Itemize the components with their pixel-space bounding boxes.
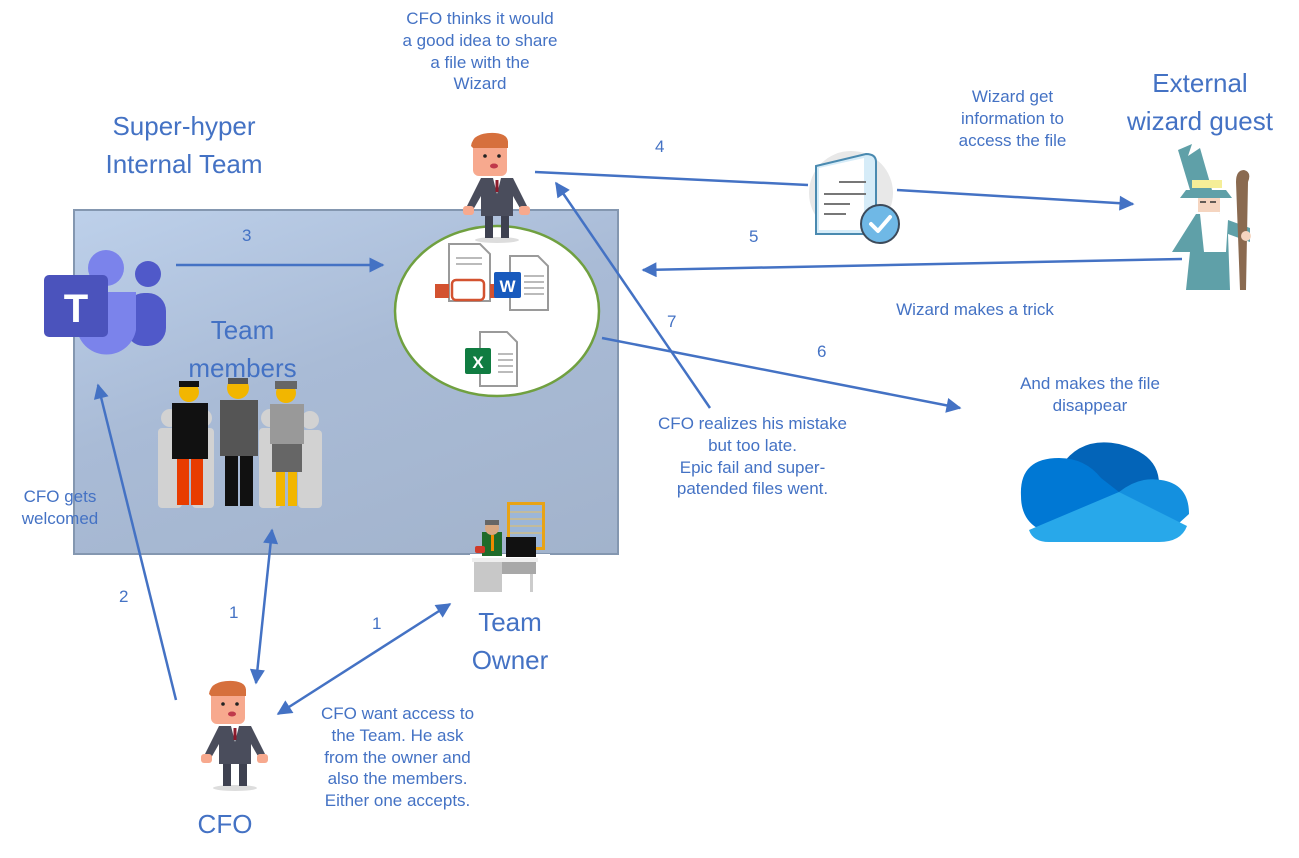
note-cfo-share: CFO thinks it would a good idea to share… — [402, 9, 558, 94]
team-members-title: Team members — [188, 315, 297, 383]
arrow-2 — [93, 383, 178, 701]
step-5: 5 — [749, 227, 759, 246]
arrow-7 — [554, 181, 712, 409]
note-file-disappear: And makes the file disappear — [1020, 374, 1160, 415]
teams-logo-icon: T — [44, 250, 166, 355]
team-title: Super-hyper Internal Team — [105, 111, 263, 179]
arrow-1-owner — [276, 602, 452, 716]
arrow-5 — [641, 257, 1183, 278]
cfo-title: CFO — [197, 809, 253, 839]
team-owner-title: Team Owner — [471, 607, 549, 675]
arrow-6 — [601, 336, 962, 413]
note-cfo-realizes: CFO realizes his mistake but too late. E… — [658, 414, 847, 499]
step-6: 6 — [817, 342, 827, 361]
step-2: 2 — [119, 587, 129, 606]
wizard-icon — [1172, 144, 1251, 290]
svg-text:T: T — [64, 287, 88, 331]
word-file-icon: W — [494, 255, 549, 311]
svg-text:X: X — [472, 353, 484, 372]
external-guest-title: External wizard guest — [1127, 68, 1273, 136]
powerpoint-file-icon — [435, 243, 503, 302]
arrow-1-members — [249, 528, 279, 685]
cfo-character-icon — [201, 680, 268, 791]
excel-file-icon: X — [465, 331, 518, 387]
step-3: 3 — [242, 226, 252, 245]
note-wizard-info: Wizard get information to access the fil… — [958, 87, 1067, 150]
step-1-members: 1 — [229, 603, 239, 622]
team-owner-desk-icon — [470, 502, 550, 597]
team-members-icon — [158, 378, 322, 508]
arrow-4a — [534, 170, 809, 187]
shared-files-circle: W X — [393, 224, 601, 398]
step-4: 4 — [655, 137, 665, 156]
step-7: 7 — [667, 312, 677, 331]
arrow-4b — [896, 188, 1135, 211]
document-check-icon — [809, 151, 900, 244]
note-cfo-request: CFO want access to the Team. He ask from… — [320, 704, 475, 810]
svg-text:W: W — [499, 277, 516, 296]
cfo-character-top-icon — [463, 132, 530, 243]
note-wizard-trick: Wizard makes a trick — [896, 300, 1054, 319]
note-cfo-welcomed: CFO gets welcomed — [21, 487, 99, 528]
onedrive-cloud-icon — [1020, 442, 1189, 542]
